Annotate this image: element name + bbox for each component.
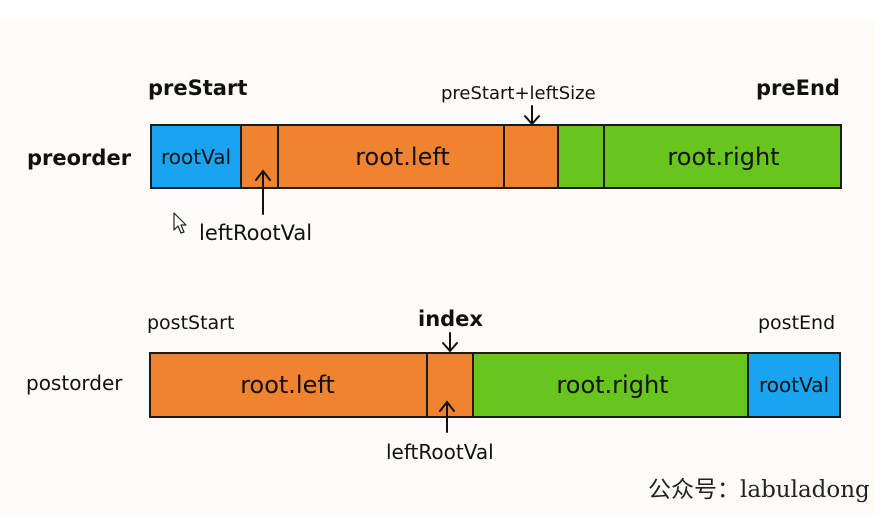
preorder-left-subtree: root.left: [240, 124, 559, 189]
post-left-root-val-label: leftRootVal: [386, 440, 494, 464]
preorder-root-val-cell: rootVal: [150, 124, 242, 189]
postorder-divider-left-root: [426, 352, 428, 418]
postorder-right-subtree: root.right: [472, 352, 749, 418]
right-band: [875, 0, 881, 515]
watermark: 公众号：labuladong: [648, 477, 870, 503]
preorder-root-val-text: rootVal: [160, 144, 232, 169]
postorder-root-val-text: rootVal: [758, 373, 830, 397]
preorder-row-label: preorder: [27, 146, 132, 170]
preorder-divider-left-root: [277, 124, 279, 189]
preorder-left-subtree-text: root.left: [355, 142, 450, 171]
pre-left-root-val-label: leftRootVal: [199, 221, 313, 245]
split-index-arrow-icon: [524, 105, 540, 126]
preorder-right-subtree-text: root.right: [667, 142, 780, 171]
preorder-right-subtree: root.right: [557, 124, 842, 189]
split-index-label: preStart+leftSize: [441, 83, 596, 104]
postorder-right-subtree-text: root.right: [556, 371, 669, 399]
pre-end-label: preEnd: [756, 76, 840, 100]
pre-start-label: preStart: [148, 76, 248, 100]
postorder-left-subtree-text: root.left: [240, 371, 335, 399]
preorder-divider-right-root: [603, 124, 605, 189]
post-left-root-arrow-icon: [439, 400, 455, 433]
pre-left-root-arrow-icon: [255, 169, 271, 215]
postorder-left-subtree: root.left: [149, 352, 474, 418]
top-band: [0, 0, 881, 20]
postorder-row-label: postorder: [26, 371, 123, 395]
post-end-label: postEnd: [758, 312, 836, 334]
index-label: index: [418, 307, 483, 331]
post-start-label: postStart: [147, 312, 235, 334]
index-arrow-icon: [442, 332, 458, 353]
mouse-pointer-icon: [173, 212, 187, 234]
preorder-divider-split: [503, 124, 505, 189]
postorder-root-val-cell: rootVal: [747, 352, 841, 418]
